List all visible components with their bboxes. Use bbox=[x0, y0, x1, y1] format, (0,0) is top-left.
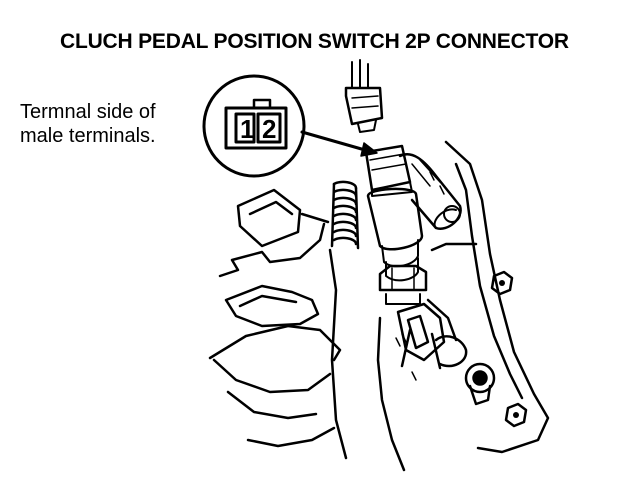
terminal-side-note: Termnal side of male terminals. bbox=[20, 100, 156, 148]
leader-line bbox=[300, 130, 374, 154]
pedal-bracket bbox=[208, 188, 348, 460]
connector-face-callout: 1 2 bbox=[202, 74, 306, 178]
linkage-clevis bbox=[396, 302, 496, 406]
clutch-position-switch bbox=[364, 144, 428, 305]
bolt-upper bbox=[490, 270, 514, 296]
hatching bbox=[395, 171, 445, 381]
upper-sensor bbox=[398, 153, 462, 230]
harness-plug bbox=[344, 59, 384, 133]
pedal-arm bbox=[376, 140, 550, 472]
coil-spring bbox=[330, 180, 360, 250]
terminal-side-note-line-2: male terminals. bbox=[20, 125, 156, 147]
pin-2-label: 2 bbox=[262, 114, 276, 144]
bolt-lower bbox=[504, 402, 528, 428]
terminal-side-note-line-1: Termnal side of bbox=[20, 101, 156, 123]
diagram-title: CLUCH PEDAL POSITION SWITCH 2P CONNECTOR bbox=[60, 30, 569, 53]
pin-1-label: 1 bbox=[240, 114, 254, 144]
